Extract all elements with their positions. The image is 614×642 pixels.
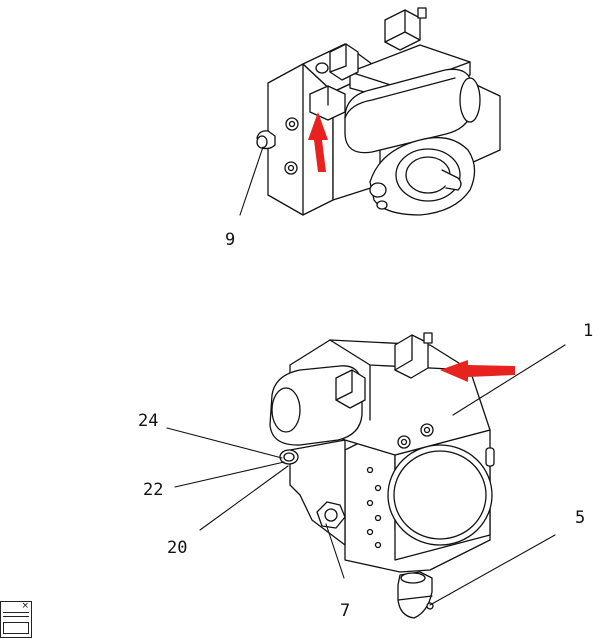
- top-pump-assembly: [256, 7, 501, 216]
- red-arrows: [308, 112, 515, 382]
- callout-22: 22: [143, 480, 164, 500]
- close-icon[interactable]: ×: [21, 601, 29, 611]
- callout-1: 1: [583, 321, 594, 341]
- bottom-pump-assembly: [269, 332, 495, 619]
- window-frame: [3, 622, 29, 634]
- title-bar-line: [3, 612, 29, 613]
- callout-24: 24: [138, 411, 159, 431]
- arrow-up: [308, 112, 328, 172]
- title-bar-line: [3, 616, 29, 617]
- callout-20: 20: [167, 538, 188, 558]
- callout-7: 7: [340, 601, 351, 621]
- callout-5: 5: [575, 508, 586, 528]
- mini-window[interactable]: ×: [0, 601, 32, 638]
- arrow-left: [440, 360, 515, 382]
- callout-9: 9: [225, 230, 236, 250]
- leader-lines: [166, 146, 566, 606]
